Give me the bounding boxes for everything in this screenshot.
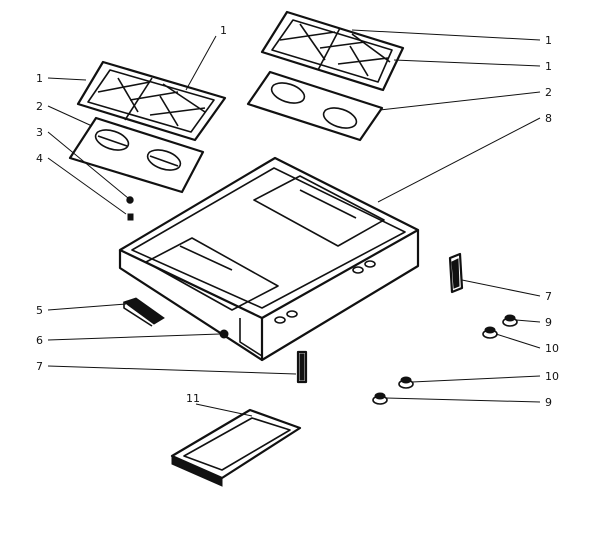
clip-part-4 [127,213,134,221]
callout-11: 11 [186,392,200,405]
main-top-panel [118,156,420,362]
clip-part-7-left [296,350,308,384]
knob-part-10-top [482,326,498,339]
callout-7-right: 7 [545,290,552,303]
callout-2-left: 2 [36,100,43,113]
callout-10-top: 10 [545,342,559,355]
callout-9-bottom: 9 [545,396,552,409]
callout-4: 4 [36,152,43,165]
knob-part-10-bottom [398,376,414,389]
knob-part-9-bottom [372,392,388,405]
callout-5: 5 [36,304,43,317]
pan-part-11 [170,408,302,487]
callout-6: 6 [36,334,43,347]
grommet-part-6 [219,329,229,339]
drip-tray-left [68,116,205,194]
screw-part-3 [126,196,134,204]
callout-10-bottom: 10 [545,370,559,383]
callout-8: 8 [545,112,552,125]
leader-lines [47,29,541,417]
callout-1-right-2: 1 [545,60,552,73]
bracket-part-5 [122,297,165,327]
callout-7-left: 7 [36,360,43,373]
callout-1-top: 1 [220,24,227,37]
callout-2-right: 2 [545,86,552,99]
drip-tray-right [246,70,384,142]
knob-part-9-top [502,314,518,327]
grate-pair-right [260,10,405,92]
callout-9-top: 9 [545,316,552,329]
callout-1-left: 1 [36,72,43,85]
callout-1-right-1: 1 [545,34,552,47]
callout-labels: 1 1 2 3 4 1 1 2 8 5 6 7 7 9 10 10 9 11 [36,24,559,409]
grate-pair-left [76,60,227,142]
clip-part-7-right [448,252,464,294]
callout-3: 3 [36,126,43,139]
